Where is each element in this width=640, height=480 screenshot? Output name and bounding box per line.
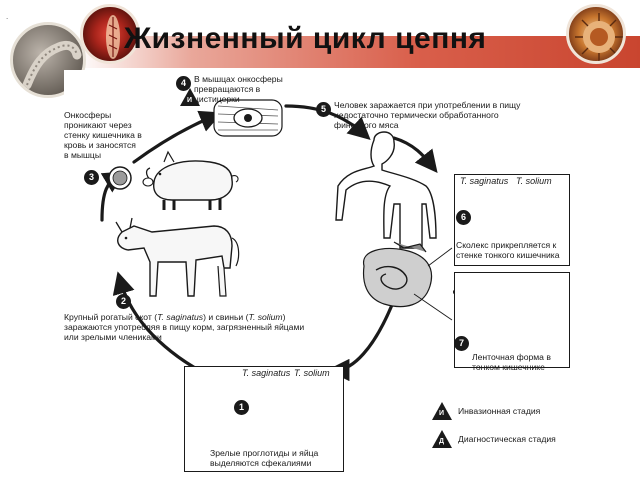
stage-1-marker-letter: Д	[237, 421, 242, 428]
stage-5-badge: 5	[316, 102, 331, 117]
stage-7-badge: 7	[454, 336, 469, 351]
stage-3-badge: 3	[84, 170, 99, 185]
stage-1-species-a: T. saginatus	[242, 368, 291, 378]
stage-2-caption: Крупный рогатый скот (T. saginatus) и св…	[64, 312, 305, 342]
legend-diagnostic-label: Диагностическая стадия	[458, 434, 556, 444]
cysticercus-in-muscle-icon	[213, 99, 283, 137]
stage-6-species-a: T. saginatus	[460, 176, 509, 186]
stage-5-caption: Человек заражается при употреблении в пи…	[334, 100, 521, 130]
stage-2-badge: 2	[116, 294, 131, 309]
stage-3-caption: Онкосферы проникают через стенку кишечни…	[64, 110, 142, 160]
diagnostic-stage-icon	[432, 430, 452, 448]
life-cycle-diagram: T. saginatus T. solium T. saginatus T. s…	[64, 70, 576, 476]
arrow-3-to-4	[132, 110, 223, 164]
stage-6-inset	[454, 174, 570, 266]
stage-4-marker-icon	[180, 88, 200, 106]
stage-7-inset	[454, 272, 570, 368]
slide-stamp: .	[6, 12, 9, 21]
stage-4-marker-letter: И	[187, 97, 193, 104]
human-figure-icon	[335, 131, 437, 249]
scolex-photo	[566, 4, 626, 64]
stage-6-species-b: T. solium	[516, 176, 552, 186]
proglottid-photo	[80, 4, 140, 64]
arrow-4-to-5	[284, 104, 371, 140]
cow-icon	[115, 217, 240, 297]
stage-1-inset	[184, 366, 344, 472]
stage-4-caption: В мышцах онкосферы превращаются в цистиц…	[194, 74, 283, 104]
legend-invasive-letter: И	[439, 410, 445, 417]
legend-invasive-label: Инвазионная стадия	[458, 406, 541, 416]
stage-6-caption: Сколекс прикрепляется к стенке тонкого к…	[456, 240, 560, 260]
legend-diagnostic-letter: Д	[439, 438, 444, 445]
stage-1-badge: 1	[234, 400, 249, 415]
stage-1-caption: Зрелые проглотиды и яйца выделяются сфек…	[210, 448, 319, 468]
stage-4-badge: 4	[176, 76, 191, 91]
arrow-man-to-1	[327, 298, 396, 382]
invasive-stage-icon	[432, 402, 452, 420]
arrow-5-to-man	[392, 136, 438, 173]
stage-6-badge: 6	[456, 210, 471, 225]
stage-7-caption: Ленточная форма в тонком кишечнике	[472, 352, 551, 372]
stage-1-species-b: T. solium	[294, 368, 330, 378]
intestine-icon	[362, 241, 433, 308]
slide-title: Жизненный цикл цепня	[124, 22, 487, 55]
pig-icon	[142, 150, 239, 210]
